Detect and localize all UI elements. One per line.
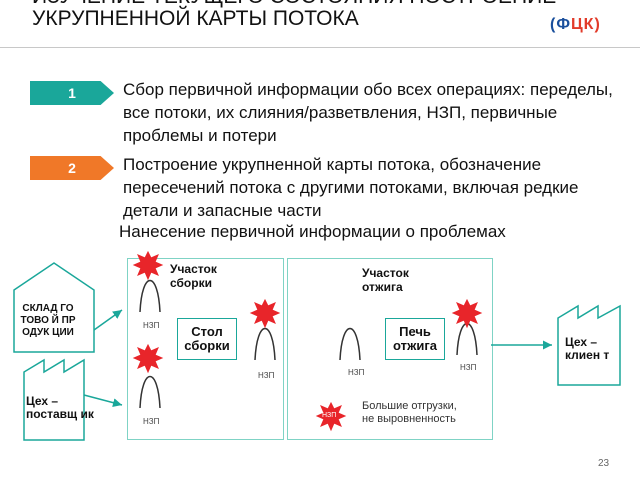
problem-burst-4 [451,298,483,329]
nzp-bell-2 [139,376,161,409]
assembly-area-label: Участок сборки [170,262,217,290]
step-badge-1: 1 [30,81,114,105]
logo-right: ЦК) [570,16,601,33]
supplier-label: Цех – поставщ ик [26,394,94,421]
assembly-table: Стол сборки [177,318,237,360]
legend-nzp-label: НЗП [322,412,337,419]
problem-burst-3 [249,298,281,329]
assembly-panel [127,258,284,440]
title-divider [0,47,640,48]
furnace: Печь отжига [385,318,445,360]
page-number: 23 [598,458,610,469]
client-label: Цех – клиен т [565,335,610,362]
step-badge-2: 2 [30,156,114,180]
nzp-label-2: НЗП [143,417,160,426]
subtitle: Нанесение первичной информации о проблем… [119,222,506,241]
logo-left: (Ф [550,16,571,33]
company-logo: (ФЦК) [550,16,601,34]
annealing-panel [287,258,493,440]
supplier-factory-icon [23,358,85,441]
nzp-label-4: НЗП [348,368,365,377]
page-title: ИЗУЧЕНИЕ ТЕКУЩЕГО СОСТОЯНИЯ ПОСТРОЕНИЕ У… [32,0,556,30]
problem-burst-1 [132,250,164,281]
problem-burst-2 [132,343,164,374]
nzp-bell-3 [254,328,276,361]
nzp-label-3: НЗП [258,371,275,380]
legend-burst [315,401,347,432]
nzp-label-5: НЗП [460,363,477,372]
step-text-2: Построение укрупненной карты потока, обо… [123,155,579,220]
legend-text: Большие отгрузки, не выровненность [362,400,457,425]
warehouse-label: СКЛАД ГОТОВО Й ПРОДУК ЦИИ [20,303,76,338]
nzp-bell-4 [339,328,361,361]
warehouse-shape [13,262,95,353]
client-factory-icon [557,304,621,386]
nzp-label-1: НЗП [143,321,160,330]
step-text-1: Сбор первичной информации обо всех опера… [123,80,613,145]
nzp-bell-1 [139,280,161,313]
annealing-area-label: Участок отжига [362,266,409,294]
